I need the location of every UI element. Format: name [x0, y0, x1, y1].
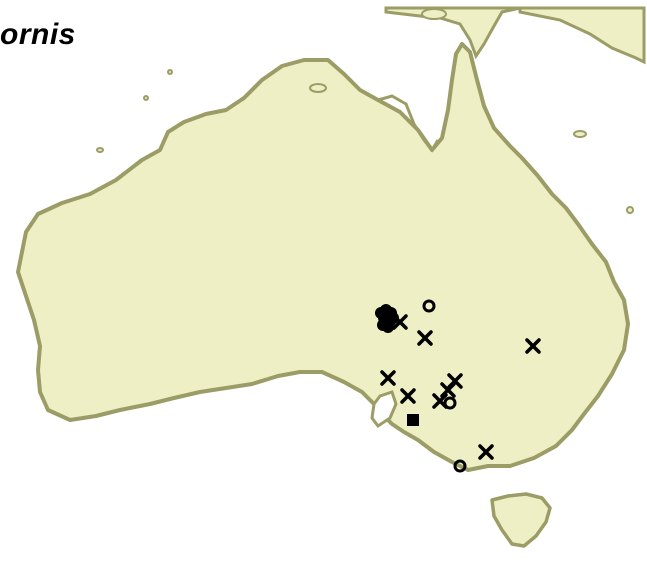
- cross-marker: [525, 338, 541, 354]
- cluster-marker: [387, 312, 399, 324]
- gulf-of-carpentaria: [377, 94, 440, 153]
- cross-marker: [400, 388, 416, 404]
- circle-marker: [453, 459, 467, 473]
- square-marker: [407, 414, 419, 426]
- new-guinea-east: [518, 6, 646, 65]
- cross-marker: [380, 370, 396, 386]
- offshore-islands: [96, 8, 634, 214]
- new-guinea: [384, 6, 521, 60]
- circle-marker: [422, 299, 436, 313]
- occurrence-markers: [375, 299, 541, 473]
- circle-marker: [443, 396, 457, 410]
- australia-mainland: [16, 42, 630, 472]
- cross-marker: [417, 330, 433, 346]
- tasmania: [490, 492, 552, 548]
- cluster-marker: [382, 321, 394, 333]
- cross-marker: [392, 314, 408, 330]
- cross-marker: [440, 382, 456, 398]
- spencer-gulf: [370, 390, 398, 429]
- species-title: ornis: [0, 18, 76, 51]
- cross-marker: [478, 444, 494, 460]
- cluster-marker: [375, 307, 387, 319]
